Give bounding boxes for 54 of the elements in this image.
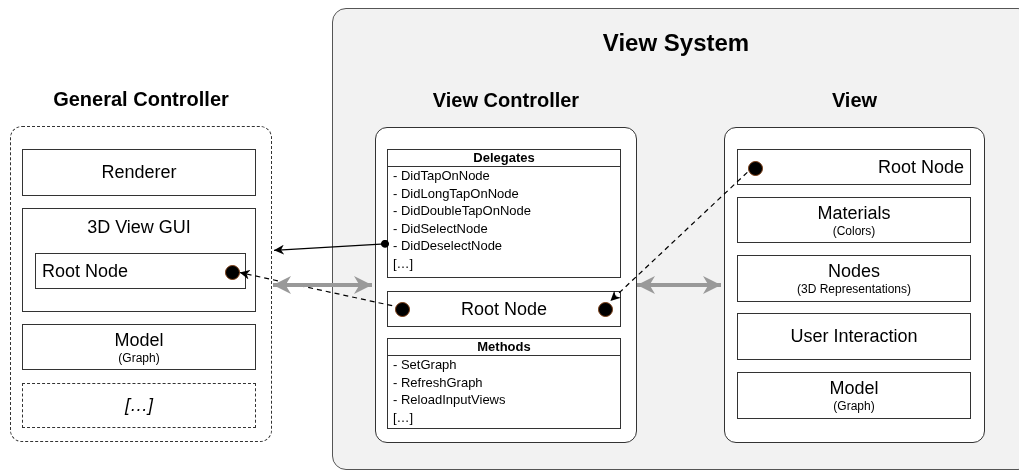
arrow	[273, 276, 372, 294]
box-label: 3D View GUI	[86, 217, 192, 238]
connector-dot	[225, 265, 240, 280]
list-heading: Delegates	[388, 150, 620, 167]
box-sublabel: (Colors)	[831, 223, 877, 238]
panel-title: View System	[601, 29, 751, 57]
list-box	[387, 338, 621, 429]
component-box	[22, 208, 256, 312]
arrow	[609, 171, 748, 302]
list-item: - DidLongTapOnNode	[392, 184, 520, 202]
box-label: […]	[123, 395, 155, 416]
box-label: Root Node	[459, 298, 549, 320]
list-item: - RefreshGraph	[392, 373, 484, 391]
box-label: User Interaction	[789, 326, 919, 347]
box-label: Nodes	[827, 261, 881, 282]
list-item: - ReloadInputViews	[392, 391, 507, 409]
arrow	[637, 276, 721, 294]
list-item: - DidDoubleTapOnNode	[392, 202, 533, 220]
list-item: […]	[392, 254, 415, 272]
list-item: […]	[392, 408, 415, 426]
group-heading: View	[830, 89, 879, 112]
connector-dot	[598, 302, 613, 317]
component-box	[737, 313, 971, 360]
component-box	[737, 197, 971, 243]
list-box	[387, 149, 621, 278]
component-box	[22, 383, 256, 428]
box-label: Renderer	[100, 162, 178, 183]
component-box	[737, 149, 971, 185]
list-item: - SetGraph	[392, 356, 458, 374]
component-box	[22, 149, 256, 196]
box-label: Materials	[816, 202, 892, 224]
connector-dot	[395, 302, 410, 317]
group-heading: General Controller	[52, 88, 230, 111]
box-label: Root Node	[876, 156, 965, 178]
component-box	[737, 372, 971, 419]
box-label: Root Node	[41, 260, 130, 282]
list-item: - DidSelectNode	[392, 219, 489, 237]
component-box	[22, 324, 256, 370]
box-sublabel: (Graph)	[832, 399, 876, 413]
box-sublabel: (Graph)	[117, 350, 161, 365]
arrow	[273, 239, 389, 255]
list-item: - DidTapOnNode	[392, 167, 491, 185]
list-item: - DidDeselectNode	[392, 237, 504, 255]
component-box	[737, 255, 971, 302]
component-box	[35, 253, 246, 289]
group-heading: View Controller	[431, 89, 581, 112]
connector-dot	[748, 161, 763, 176]
arrow	[239, 269, 393, 307]
box-label: Model	[828, 378, 880, 399]
system-panel	[332, 8, 1019, 470]
box-sublabel: (3D Representations)	[795, 282, 913, 296]
component-box	[387, 291, 621, 327]
box-label: Model	[113, 329, 165, 351]
list-heading: Methods	[388, 339, 620, 356]
